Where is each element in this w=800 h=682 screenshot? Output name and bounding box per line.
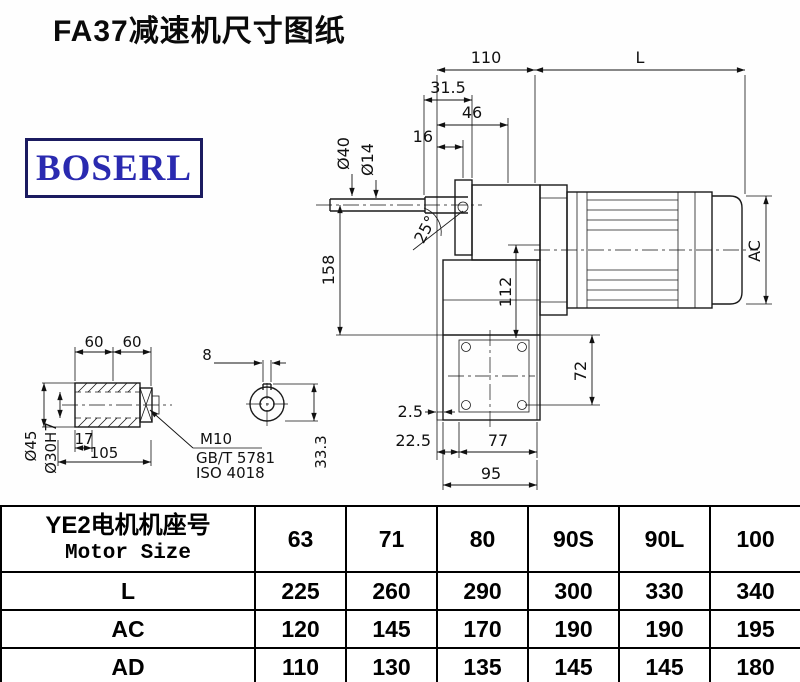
dimensions-detail: 60 60 17 105 Ø45 Ø30H7 M10 GB/T 5781 ISO… [22, 333, 330, 482]
table-cell: 120 [254, 609, 347, 649]
table-cell: 340 [709, 571, 800, 611]
table-cell: 145 [618, 647, 711, 682]
boserl-logo: BOSERL [25, 138, 203, 198]
table-cell: 260 [345, 571, 438, 611]
dim-110: 110 [471, 48, 502, 67]
dim-46: 46 [462, 103, 482, 122]
table-cell: 195 [709, 609, 800, 649]
dim-77: 77 [488, 431, 508, 450]
table-row-L: L 225 260 290 300 330 340 [0, 571, 800, 611]
table-cell: 330 [618, 571, 711, 611]
page-title: FA37减速机尺寸图纸 [53, 15, 346, 48]
dim-dia30h7: Ø30H7 [42, 422, 60, 474]
row-label-AC: AC [0, 609, 256, 649]
motor-size-col-80: 80 [436, 505, 529, 573]
motor-size-col-90S: 90S [527, 505, 620, 573]
row-label-L: L [0, 571, 256, 611]
table-cell: 135 [436, 647, 529, 682]
dim-33-3: 33.3 [312, 435, 330, 468]
motor-size-label-zh: YE2电机机座号 [45, 512, 211, 539]
table-cell: 180 [709, 647, 800, 682]
motor-size-col-71: 71 [345, 505, 438, 573]
motor-dimension-table: YE2电机机座号 Motor Size 63 71 80 90S 90L 100… [0, 505, 800, 682]
table-cell: 110 [254, 647, 347, 682]
motor-size-col-90L: 90L [618, 505, 711, 573]
table-row-AD: AD 110 130 135 145 145 180 [0, 647, 800, 682]
motor-size-col-63: 63 [254, 505, 347, 573]
label-iso4018: ISO 4018 [196, 464, 265, 482]
dim-angle-25: 25° [410, 212, 440, 246]
dim-dia14: Ø14 [358, 143, 377, 176]
table-cell: 190 [618, 609, 711, 649]
dim-2-5: 2.5 [398, 402, 423, 421]
table-cell: 145 [527, 647, 620, 682]
dim-8: 8 [202, 346, 212, 364]
dim-31-5: 31.5 [430, 78, 466, 97]
label-m10: M10 [200, 430, 232, 448]
table-cell: 225 [254, 571, 347, 611]
table-cell: 290 [436, 571, 529, 611]
table-cell: 190 [527, 609, 620, 649]
motor-size-label-en: Motor Size [64, 541, 192, 565]
table-header-row: YE2电机机座号 Motor Size 63 71 80 90S 90L 100 [0, 505, 800, 573]
output-shaft-side [316, 196, 482, 251]
dimensions-main: 110 L 31.5 46 16 Ø40 Ø14 25° 158 112 AC … [319, 48, 772, 490]
dim-105: 105 [90, 444, 119, 462]
table-cell: 300 [527, 571, 620, 611]
dim-dia45: Ø45 [22, 431, 40, 462]
dim-158: 158 [319, 255, 338, 286]
motor [534, 184, 758, 316]
dim-16: 16 [413, 127, 433, 146]
label-gbt5781: GB/T 5781 [196, 449, 275, 467]
shaft-detail-view [62, 382, 172, 428]
shaft-section-detail [246, 383, 288, 426]
dim-AC: AC [745, 240, 764, 262]
table-row-AC: AC 120 145 170 190 190 195 [0, 609, 800, 649]
gearbox-housing [436, 179, 541, 430]
table-cell: 170 [436, 609, 529, 649]
table-cell: 145 [345, 609, 438, 649]
dim-95: 95 [481, 464, 501, 483]
dim-22-5: 22.5 [395, 431, 431, 450]
dim-17: 17 [74, 430, 93, 448]
row-label-AD: AD [0, 647, 256, 682]
dim-72: 72 [571, 361, 590, 381]
table-cell: 130 [345, 647, 438, 682]
boserl-logo-text: BOSERL [35, 147, 193, 189]
motor-size-col-100: 100 [709, 505, 800, 573]
dim-L: L [636, 48, 645, 67]
dim-112: 112 [496, 277, 515, 308]
dimension-drawing: 110 L 31.5 46 16 Ø40 Ø14 25° 158 112 AC … [22, 48, 772, 490]
dim-60-left: 60 [84, 333, 103, 351]
motor-size-header-cell: YE2电机机座号 Motor Size [0, 505, 256, 573]
dim-dia40: Ø40 [334, 137, 353, 170]
dim-60-right: 60 [122, 333, 141, 351]
